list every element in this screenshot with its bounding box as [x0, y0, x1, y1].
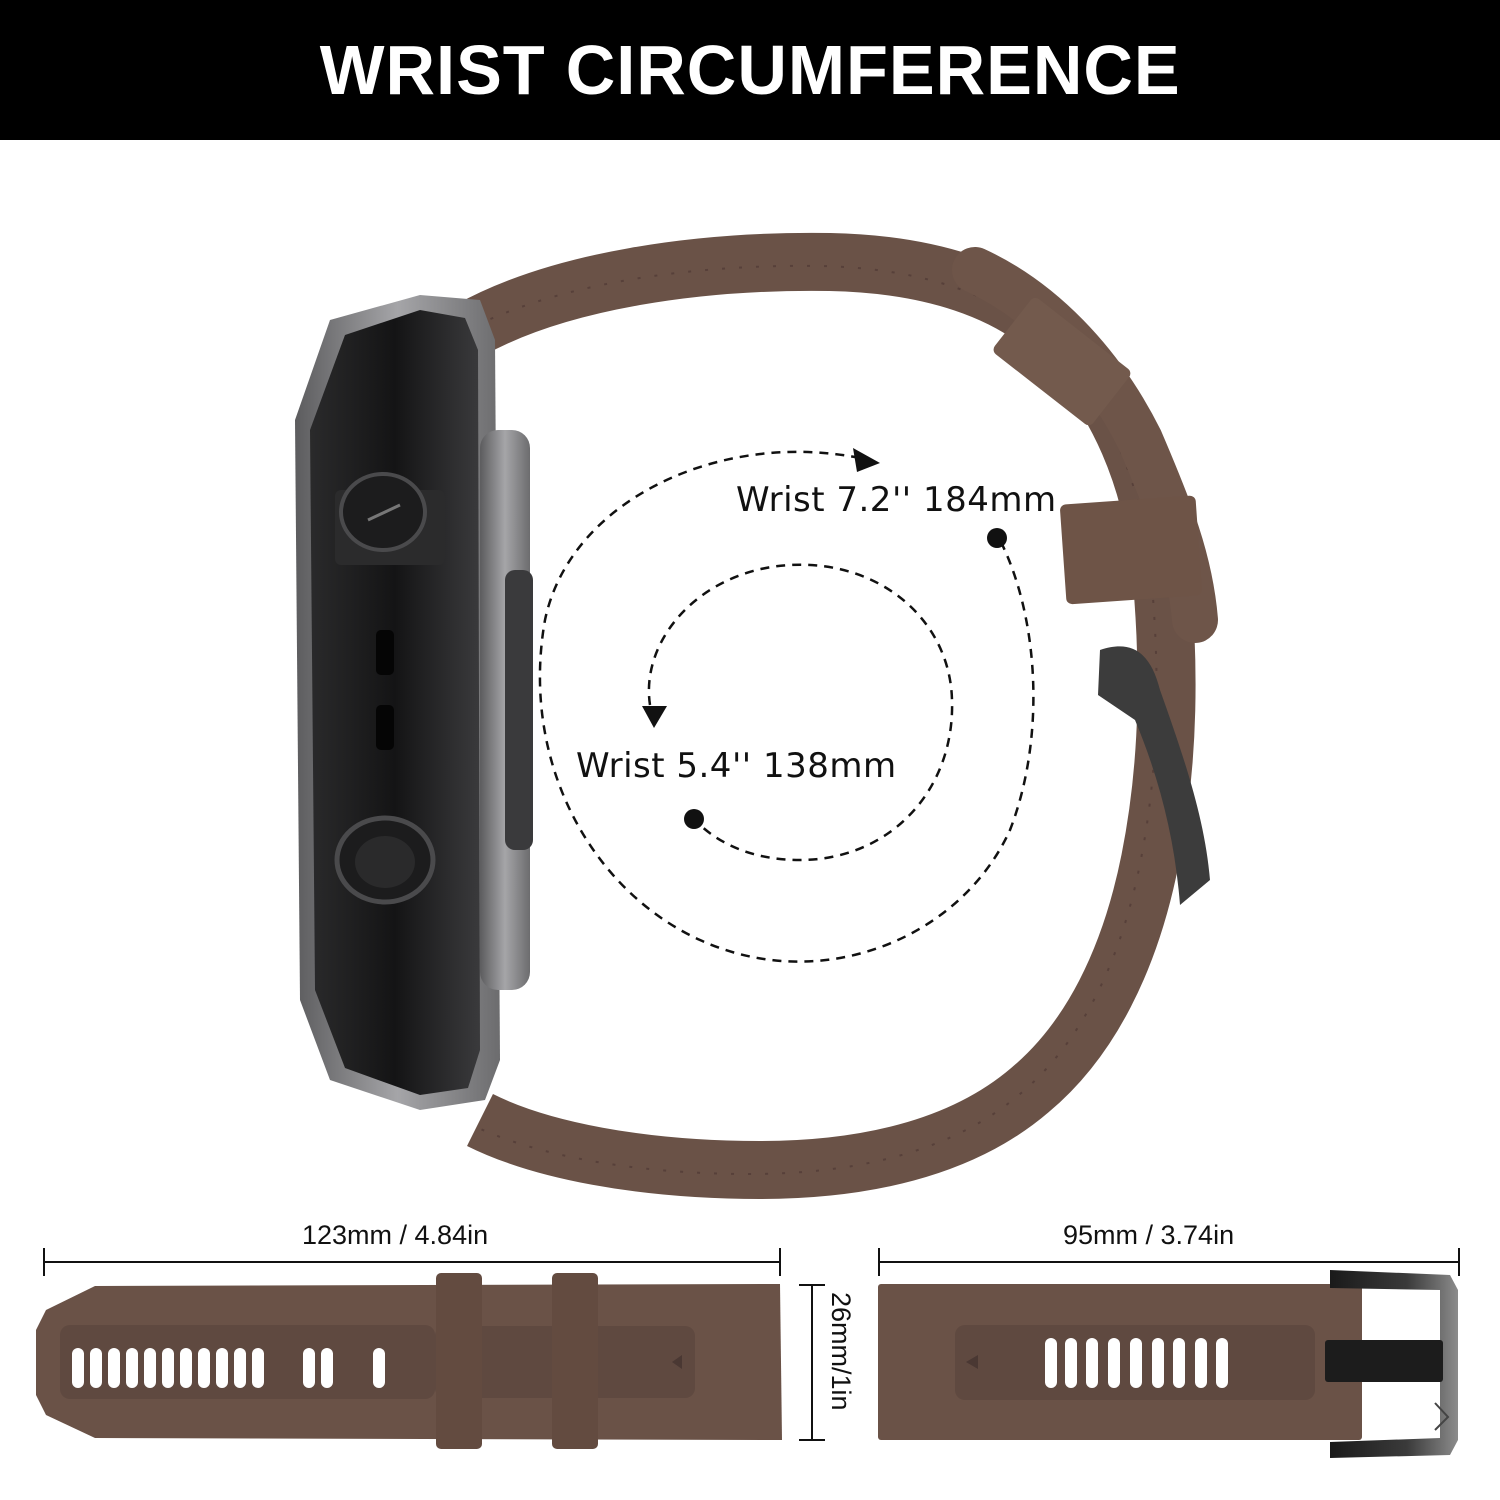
- wrist-strap-loop: [455, 232, 1218, 1200]
- dot-marker-small: [684, 809, 704, 829]
- short-strap-length-label: 95mm / 3.74in: [1063, 1220, 1235, 1250]
- long-strap-length-label: 123mm / 4.84in: [302, 1220, 489, 1250]
- watch-illustration: [295, 232, 1218, 1200]
- wrist-min-label: Wrist 5.4'' 138mm: [576, 746, 897, 786]
- arrow-head-small: [642, 706, 667, 728]
- circumference-indicator-small: [647, 563, 954, 862]
- header-banner: WRIST CIRCUMFERENCE: [0, 0, 1500, 140]
- circumference-indicator-large: [538, 450, 1035, 963]
- wrist-max-label: Wrist 7.2'' 184mm: [736, 480, 1057, 520]
- dot-marker-large: [987, 528, 1007, 548]
- arrow-head-large: [853, 448, 880, 472]
- page-title: WRIST CIRCUMFERENCE: [319, 31, 1181, 109]
- strap-width-label: 26mm/1in: [826, 1292, 856, 1411]
- watch-case: [295, 295, 533, 1110]
- product-illustration: Wrist 7.2'' 184mm Wrist 5.4'' 138mm 123m…: [0, 140, 1500, 1500]
